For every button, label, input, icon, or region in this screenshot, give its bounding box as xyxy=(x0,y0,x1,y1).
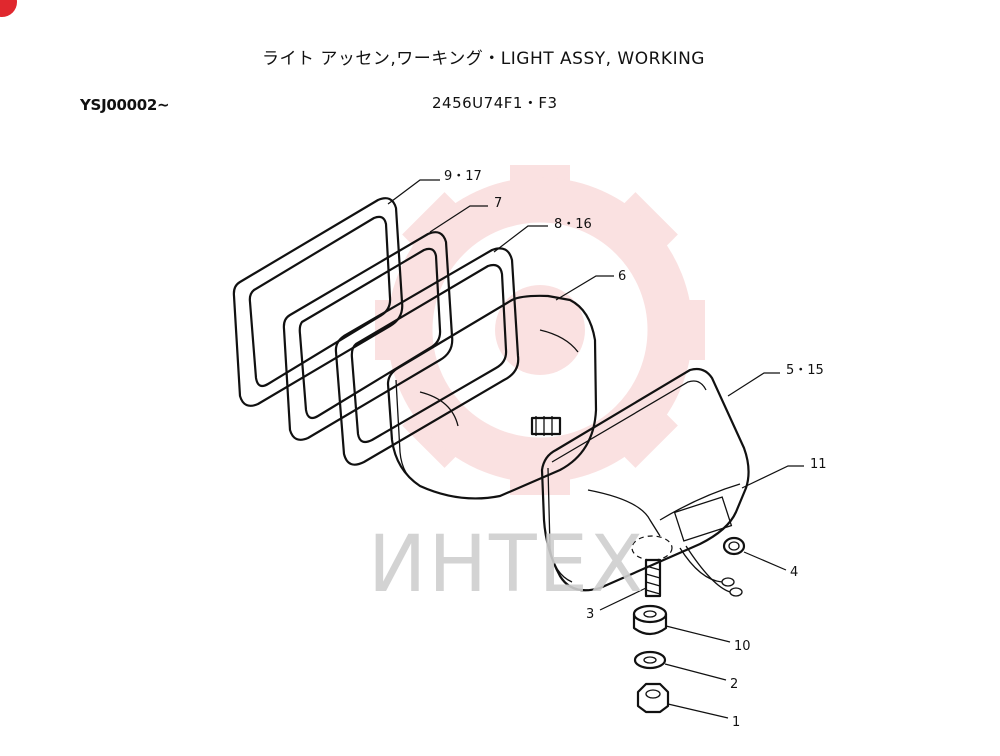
callout-6: 6 xyxy=(618,269,626,284)
callout-7: 7 xyxy=(494,196,502,211)
part-6-lamp-unit xyxy=(386,294,598,500)
callout-4: 4 xyxy=(790,565,798,580)
part-3-bolt xyxy=(644,558,662,598)
drawing-code: 2456U74F1・F3 xyxy=(432,94,558,112)
diagram-title: ライト アッセン,ワーキング・LIGHT ASSY, WORKING xyxy=(262,49,705,69)
part-11-label-plate xyxy=(673,496,733,542)
callout-9-17: 9・17 xyxy=(444,169,482,184)
watermark-text: ИНТЕХ xyxy=(368,520,646,610)
part-2-washer xyxy=(633,650,667,670)
serial-range: YSJ00002~ xyxy=(80,96,170,114)
callout-3: 3 xyxy=(586,607,594,622)
part-5-housing xyxy=(540,367,750,592)
callout-11: 11 xyxy=(810,457,827,472)
callout-1: 1 xyxy=(732,715,740,730)
callout-5-15: 5・15 xyxy=(786,363,824,378)
callout-8-16: 8・16 xyxy=(554,217,592,232)
part-10-spacer xyxy=(632,604,668,636)
corner-badge-icon xyxy=(0,0,17,17)
callout-2: 2 xyxy=(730,677,738,692)
part-4-grommet xyxy=(722,536,746,556)
leader-lines xyxy=(387,179,804,719)
mount-hole-indicator xyxy=(631,535,673,561)
wire-harness xyxy=(679,545,743,597)
part-1-nut xyxy=(636,682,670,714)
callout-10: 10 xyxy=(734,639,751,654)
part-8-bezel xyxy=(334,247,520,466)
